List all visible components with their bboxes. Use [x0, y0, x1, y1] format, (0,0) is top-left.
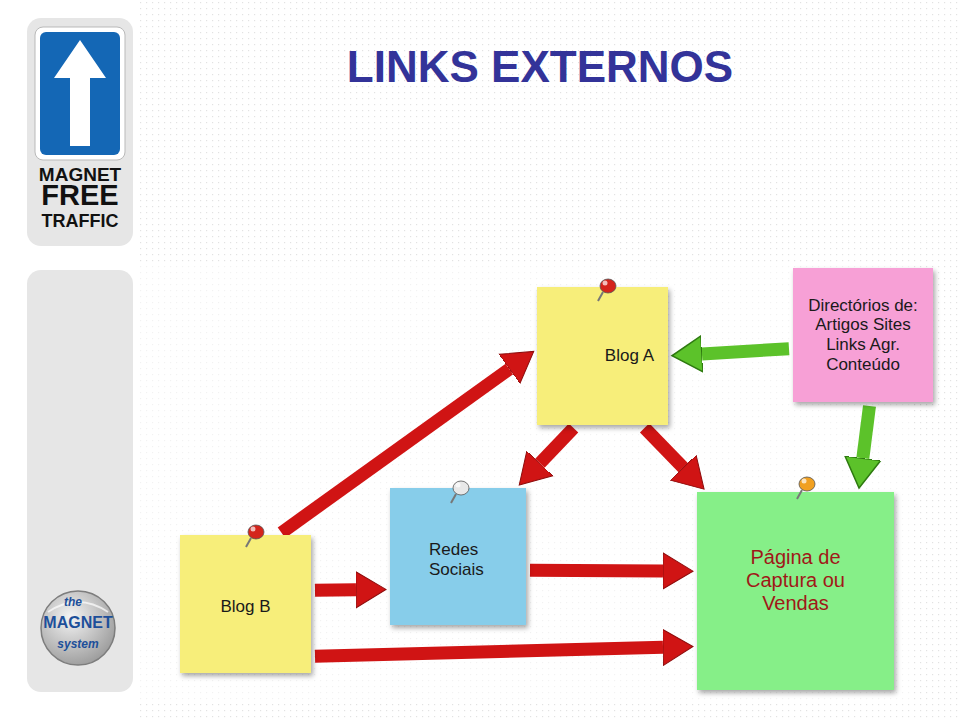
push-pin	[593, 274, 623, 304]
flow-arrow	[863, 406, 870, 458]
flow-arrow	[702, 349, 789, 354]
sticky-note: Página de Captura ou Vendas	[697, 492, 894, 690]
flow-arrow	[315, 583, 356, 596]
sign-arrow	[54, 40, 106, 146]
logo-word: the	[48, 596, 98, 608]
logo-word: FREE	[30, 181, 130, 210]
push-pin	[792, 472, 822, 502]
flow-arrow	[530, 564, 663, 578]
note-text: Página de Captura ou Vendas	[740, 546, 852, 615]
note-text: Directórios de: Artigos Sites Links Agr.…	[800, 296, 926, 374]
note-text: Blog A	[605, 346, 654, 366]
sticky-note: Redes Sociais	[390, 488, 526, 625]
road-sign	[40, 32, 120, 155]
note-text: Blog B	[220, 597, 270, 617]
logo-word: MAGNET	[38, 615, 118, 631]
logo-word: system	[43, 638, 113, 650]
dotted-grid	[140, 0, 960, 722]
note-text: Redes Sociais	[429, 540, 501, 579]
road-sign-border	[35, 27, 125, 160]
slide-title: LINKS EXTERNOS	[140, 42, 940, 92]
sticky-note: Directórios de: Artigos Sites Links Agr.…	[793, 268, 933, 402]
push-pin	[446, 476, 476, 506]
sticky-note: Blog A	[537, 287, 668, 425]
sticky-note: Blog B	[180, 535, 311, 673]
push-pin	[241, 520, 271, 550]
logo-word: TRAFFIC	[30, 212, 130, 230]
side-panel	[27, 270, 133, 692]
flow-arrow	[540, 428, 574, 463]
flow-arrow	[315, 647, 663, 656]
logo-panel	[27, 18, 133, 246]
flow-arrow	[645, 428, 684, 468]
